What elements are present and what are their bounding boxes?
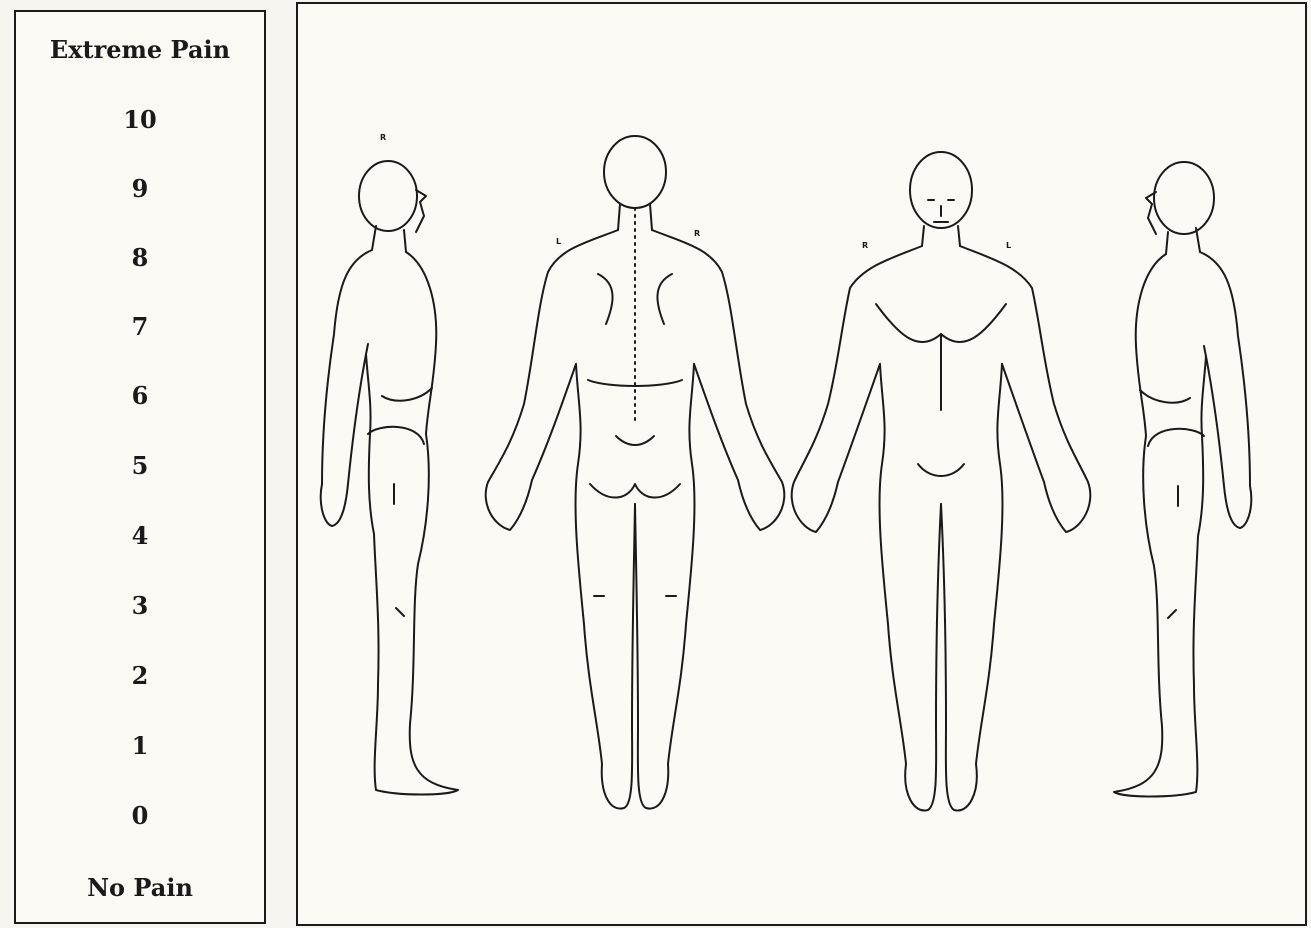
body-figure-right-side[interactable] <box>321 161 458 795</box>
pain-level-7[interactable]: 7 <box>16 313 264 341</box>
body-figure-front[interactable]: R L <box>792 152 1091 811</box>
head-right-side[interactable] <box>359 161 417 231</box>
pain-level-2[interactable]: 2 <box>16 662 264 690</box>
pain-level-1[interactable]: 1 <box>16 732 264 760</box>
no-pain-label: No Pain <box>16 874 264 902</box>
pain-level-0[interactable]: 0 <box>16 802 264 830</box>
pain-level-3[interactable]: 3 <box>16 592 264 620</box>
pain-level-6[interactable]: 6 <box>16 382 264 410</box>
head-back[interactable] <box>604 136 666 208</box>
head-left-side[interactable] <box>1154 162 1214 234</box>
side-marker-back-right: R <box>694 229 700 238</box>
pain-level-4[interactable]: 4 <box>16 522 264 550</box>
body-figure-left-side[interactable]: R <box>380 133 1251 797</box>
side-marker-front-left: L <box>1006 241 1011 250</box>
side-marker-right-view: R <box>380 133 386 142</box>
extreme-pain-label: Extreme Pain <box>16 36 264 64</box>
pain-level-8[interactable]: 8 <box>16 244 264 272</box>
side-marker-front-right: R <box>862 241 868 250</box>
pain-level-5[interactable]: 5 <box>16 452 264 480</box>
pain-level-10[interactable]: 10 <box>16 106 264 134</box>
body-figure-back[interactable]: L R <box>486 136 785 809</box>
pain-scale-panel: Extreme Pain 10 9 8 7 6 5 4 3 2 1 0 No P… <box>14 10 266 924</box>
pain-level-9[interactable]: 9 <box>16 175 264 203</box>
side-marker-back-left: L <box>556 237 561 246</box>
body-diagram-panel: L R R L R <box>296 2 1307 926</box>
